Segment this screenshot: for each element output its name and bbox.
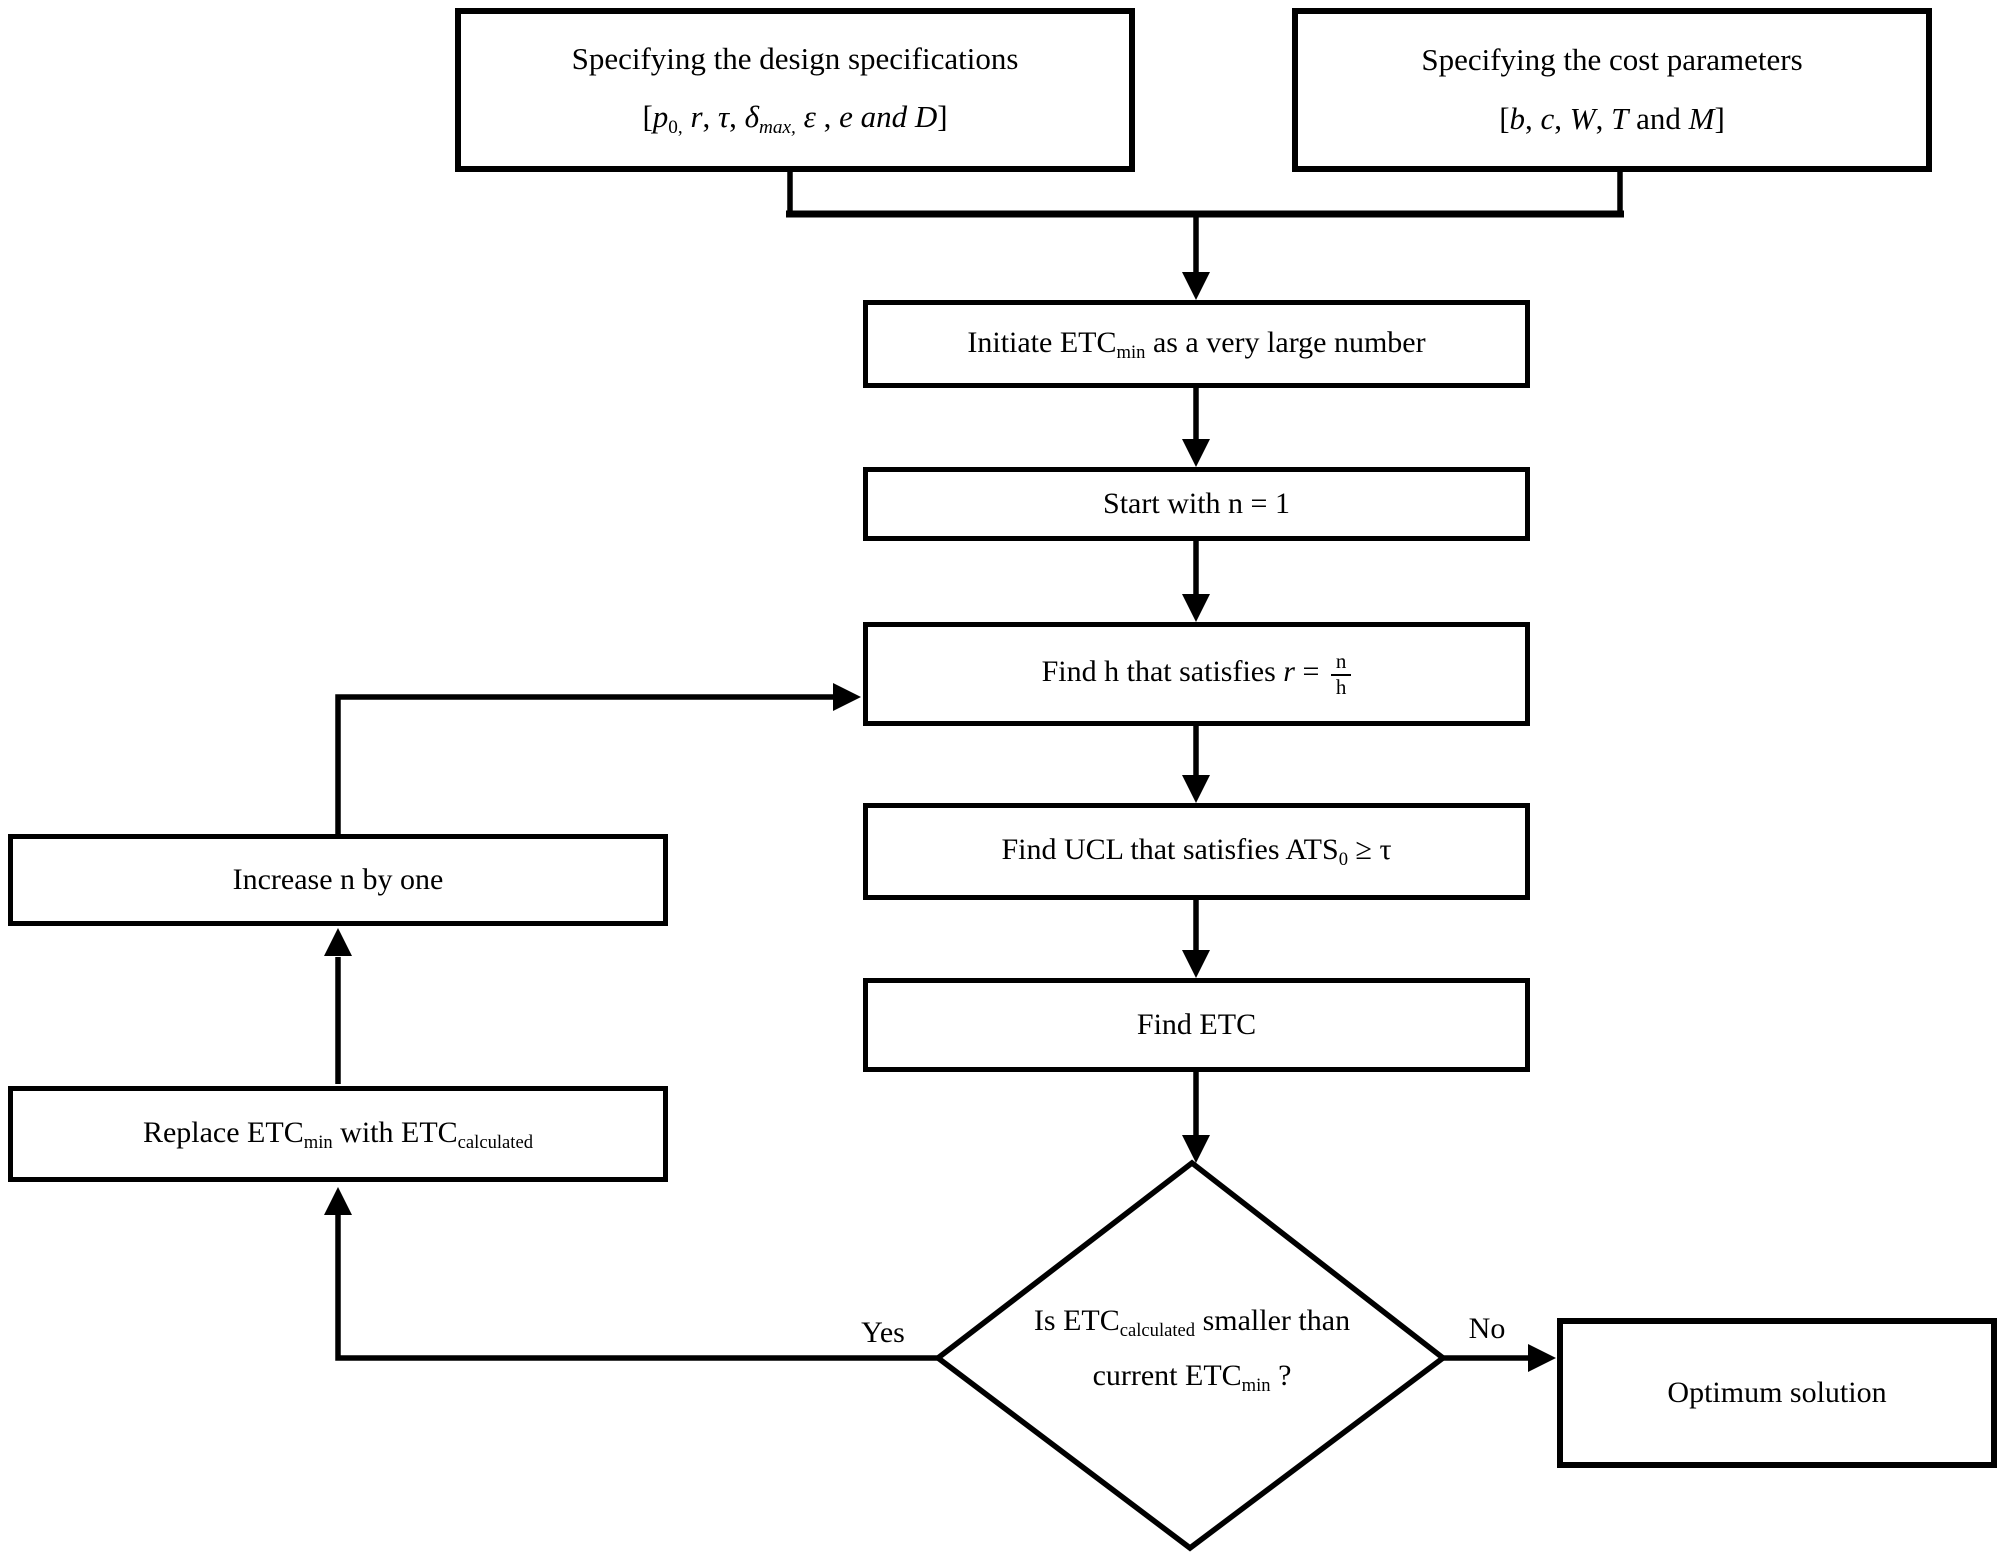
node-increase-n-label: Increase n by one: [232, 863, 444, 897]
decision-line-1: Is ETCcalculated smaller: [1033, 1304, 1291, 1341]
node-optimum-solution-label: Optimum solution: [1667, 1376, 1887, 1410]
node-find-ucl: Find UCL that satisfies ATS0 ≥ τ: [863, 803, 1530, 900]
arrowhead-start-to-findh: [1182, 594, 1210, 622]
node-find-ucl-label: Find UCL that satisfies ATS0 ≥ τ: [1001, 833, 1392, 871]
arrowhead-no-branch: [1528, 1344, 1556, 1372]
node-start-with-n1: Start with n = 1: [863, 467, 1530, 541]
arrowhead-merge-to-initiate: [1182, 272, 1210, 300]
arrowhead-increase-to-findh: [833, 683, 861, 711]
decision-line-2: than current ETCmin ?: [1092, 1304, 1351, 1396]
arrowhead-replace-to-increase: [324, 928, 352, 956]
arrowhead-initiate-to-start: [1182, 439, 1210, 467]
node-design-specifications: Specifying the design specifications [p0…: [455, 8, 1135, 172]
node-initiate-etcmin: Initiate ETCmin as a very large number: [863, 300, 1530, 388]
node-find-etc-label: Find ETC: [1136, 1008, 1257, 1042]
connector-increase-to-findh: [335, 694, 835, 836]
connector-yes-branch: [335, 1213, 941, 1361]
arrowhead-finducl-to-findetc: [1182, 950, 1210, 978]
decision-diamond-text: Is ETCcalculated smaller than current ET…: [992, 1298, 1392, 1408]
edge-label-yes: Yes: [861, 1316, 905, 1349]
node-cost-parameters: Specifying the cost parameters [b, c, W,…: [1292, 8, 1932, 172]
node-find-etc: Find ETC: [863, 978, 1530, 1072]
node-replace-etcmin: Replace ETCmin with ETCcalculated: [8, 1086, 668, 1182]
arrowhead-yes-branch: [324, 1187, 352, 1215]
node-design-specifications-params: [p0, r, τ, δmax, ε , e and D]: [642, 99, 948, 139]
decision-diamond-shape: [933, 1159, 1448, 1552]
edge-label-no: No: [1468, 1312, 1506, 1345]
arrowhead-findh-to-finducl: [1182, 775, 1210, 803]
arrowhead-findetc-to-decision: [1182, 1135, 1210, 1163]
node-replace-etcmin-label: Replace ETCmin with ETCcalculated: [142, 1115, 534, 1153]
node-cost-parameters-params: [b, c, W, T and M]: [1499, 101, 1725, 136]
node-design-specifications-title: Specifying the design specifications: [571, 40, 1019, 76]
node-optimum-solution: Optimum solution: [1557, 1318, 1997, 1468]
node-increase-n: Increase n by one: [8, 834, 668, 926]
node-initiate-etcmin-label: Initiate ETCmin as a very large number: [967, 325, 1426, 363]
node-cost-parameters-title: Specifying the cost parameters: [1421, 42, 1803, 78]
node-start-with-n1-label: Start with n = 1: [1103, 487, 1290, 521]
